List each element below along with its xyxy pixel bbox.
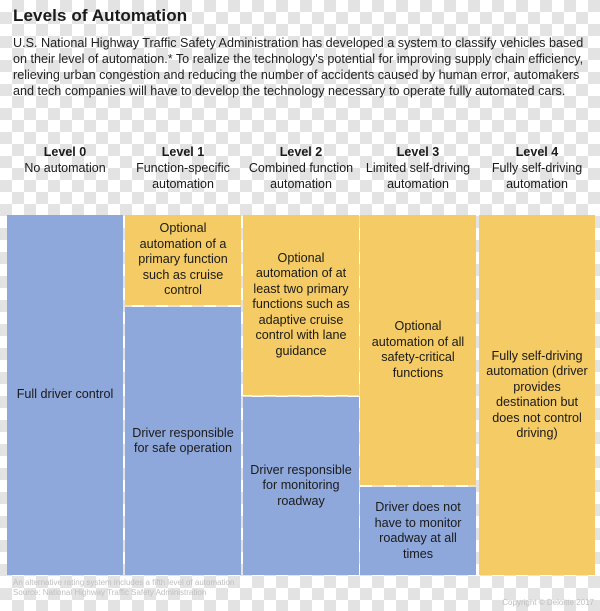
level-header-3: Level 3 Limited self-driving automation (359, 144, 477, 192)
level-column-1: Optional automation of a primary functio… (125, 215, 241, 575)
level-description: Combined function automation (248, 161, 354, 191)
level-header-0: Level 0 No automation (6, 144, 124, 176)
level-label: Level 4 (515, 145, 559, 159)
footnote: An alternative rating system includes a … (13, 578, 234, 598)
driver-segment: Driver responsible for monitoring roadwa… (243, 397, 359, 575)
automation-segment: Optional automation of all safety-critic… (360, 215, 476, 485)
level-column-0: Full driver control (7, 215, 123, 575)
diagram-title: Levels of Automation (13, 6, 188, 25)
level-label: Level 2 (279, 145, 323, 159)
driver-segment: Full driver control (7, 215, 123, 575)
level-description: Function-specific automation (136, 161, 230, 191)
level-header-2: Level 2 Combined function automation (242, 144, 360, 192)
level-column-4: Fully self-driving automation (driver pr… (479, 215, 595, 575)
level-label: Level 1 (161, 145, 205, 159)
level-description: Limited self-driving automation (365, 161, 471, 191)
level-label: Level 0 (43, 145, 87, 159)
intro-paragraph: U.S. National Highway Traffic Safety Adm… (13, 36, 584, 98)
footnote-source: Source: National Highway Traffic Safety … (13, 588, 207, 597)
level-header-1: Level 1 Function-specific automation (124, 144, 242, 192)
automation-segment: Optional automation of a primary functio… (125, 215, 241, 305)
automation-segment: Optional automation of at least two prim… (243, 215, 359, 395)
copyright: Copyright © Deloitte 2017 (502, 598, 594, 607)
level-column-3: Optional automation of all safety-critic… (360, 215, 476, 575)
level-description: Fully self-driving automation (491, 161, 583, 191)
driver-segment: Driver responsible for safe operation (125, 307, 241, 575)
driver-segment: Driver does not have to monitor roadway … (360, 487, 476, 575)
level-description: No automation (24, 161, 106, 175)
level-header-4: Level 4 Fully self-driving automation (478, 144, 596, 192)
level-column-2: Optional automation of at least two prim… (243, 215, 359, 575)
level-label: Level 3 (396, 145, 440, 159)
footnote-alternative: An alternative rating system includes a … (13, 578, 235, 587)
automation-segment: Fully self-driving automation (driver pr… (479, 215, 595, 575)
